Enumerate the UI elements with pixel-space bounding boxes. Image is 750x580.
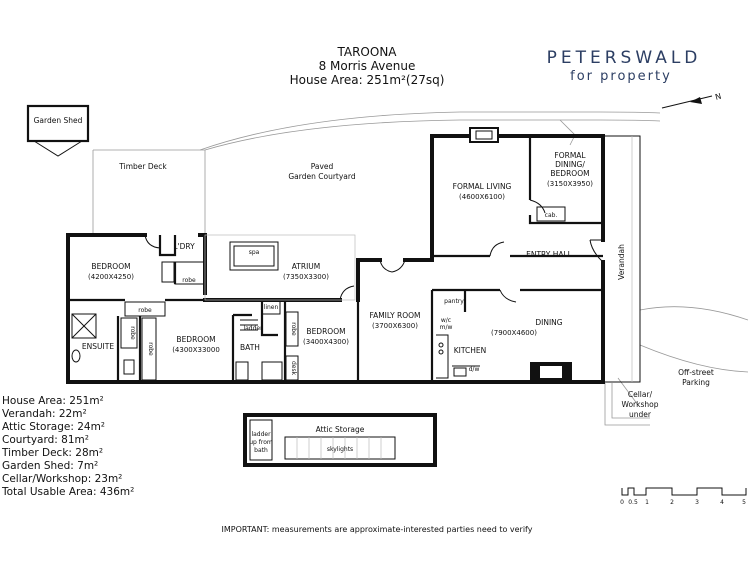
north-arrow-icon: N — [661, 92, 722, 109]
brand-logo: PETERSWALD for property — [547, 48, 702, 84]
scale-tick-label: 4 — [720, 499, 724, 506]
formal-dining-dimensions: (3150X3950) — [547, 180, 593, 188]
site-boundary-lines — [92, 111, 749, 426]
robe-label-ensuite: robe — [129, 326, 136, 340]
area-line: Garden Shed: 7m² — [2, 460, 98, 472]
brand-name: PETERSWALD — [547, 48, 702, 68]
ladder-label: ladder — [243, 325, 263, 332]
pantry-label: pantry — [444, 298, 464, 305]
cellar-label-line2: Workshop — [621, 400, 658, 409]
garden-courtyard-label: Garden Courtyard — [288, 172, 355, 181]
robe-label-bedroom: robe — [138, 307, 152, 314]
plan-header: TAROONA 8 Morris Avenue House Area: 251m… — [290, 45, 445, 87]
kitchen-label: KITCHEN — [454, 346, 487, 355]
formal-living-dimensions: (4600X6100) — [459, 193, 505, 201]
robe-label-bedroom2: robe — [147, 342, 154, 356]
bath-label: BATH — [240, 343, 260, 352]
laundry-label: L'DRY — [173, 242, 195, 251]
area-summary: House Area: 251m² Verandah: 22m² Attic S… — [1, 395, 134, 498]
door-swings — [144, 199, 604, 303]
atrium-dimensions: (7350X3300) — [283, 273, 329, 281]
attic-storage-label: Attic Storage — [316, 425, 365, 434]
scale-tick-label: 3 — [695, 499, 699, 506]
scale-tick-label: 1 — [645, 499, 649, 506]
formal-dining-label-line2: DINING/ — [555, 160, 585, 169]
cab-label: cab. — [545, 212, 558, 219]
verandah-label: Verandah — [617, 244, 626, 280]
spa-label: spa — [249, 249, 260, 256]
area-line: House Area: 251m² — [2, 395, 104, 407]
bedroom-2-label: BEDROOM — [176, 335, 215, 344]
dishwasher-label: d/w — [469, 366, 480, 373]
formal-dining-label-line3: BEDROOM — [550, 169, 589, 178]
left-wing-interior — [68, 235, 299, 382]
cellar-label-line1: Cellar/ — [628, 390, 653, 399]
bedroom-3-dimensions: (3400X4300) — [303, 338, 349, 346]
linen-label: linen — [264, 304, 279, 311]
brand-tagline: for property — [570, 69, 672, 84]
north-label: N — [714, 92, 722, 102]
bedroom-1-label: BEDROOM — [91, 262, 130, 271]
verandah: Verandah — [603, 135, 641, 383]
attic-ladder-line1: ladder — [251, 431, 271, 438]
area-line: Courtyard: 81m² — [2, 434, 89, 446]
house-area-heading: House Area: 251m²(27sq) — [290, 73, 445, 87]
attic-ladder-line2: up from — [249, 439, 273, 446]
desk-label: desk — [290, 361, 297, 376]
disclaimer: IMPORTANT: measurements are approximate-… — [222, 525, 533, 534]
skylights-label: skylights — [327, 446, 353, 453]
scale-tick-label: 5 — [742, 499, 746, 506]
area-line: Total Usable Area: 436m² — [1, 486, 134, 498]
wc-label: w/c — [441, 317, 451, 324]
family-room-label: FAMILY ROOM — [369, 311, 420, 320]
offstreet-label-line2: Parking — [682, 378, 710, 387]
garden-shed: Garden Shed — [26, 104, 90, 157]
bedroom-2-dimensions: (4300X33000 — [172, 346, 220, 354]
area-line: Attic Storage: 24m² — [2, 421, 105, 433]
property-address: 8 Morris Avenue — [319, 59, 416, 73]
area-line: Verandah: 22m² — [2, 408, 87, 420]
formal-dining-label-line1: FORMAL — [554, 151, 586, 160]
dining-label: DINING — [535, 318, 562, 327]
attic-ladder-line3: bath — [254, 447, 268, 454]
dining-dimensions: (7900X4600) — [491, 329, 537, 337]
robe-label-bedroom3: robe — [290, 322, 297, 336]
scale-tick-label: 0 — [620, 499, 624, 506]
timber-deck-label: Timber Deck — [118, 162, 167, 171]
kitchen-area — [436, 334, 480, 379]
scale-tick-label: 2 — [670, 499, 674, 506]
paved-label: Paved — [311, 162, 334, 171]
ensuite-label: ENSUITE — [82, 342, 114, 351]
family-room-dimensions: (3700X6300) — [372, 322, 418, 330]
property-title: TAROONA — [336, 45, 397, 59]
robe-label-laundry: robe — [182, 277, 196, 284]
bedroom-3-label: BEDROOM — [306, 327, 345, 336]
garden-shed-label: Garden Shed — [34, 116, 83, 125]
bedroom-1-dimensions: (4200X4250) — [88, 273, 134, 281]
attic-storage: Attic Storage ladder up from bath skylig… — [243, 413, 437, 467]
atrium-label: ATRIUM — [292, 262, 321, 271]
area-line: Timber Deck: 28m² — [1, 447, 103, 459]
entry-hall-label: ENTRY HALL — [526, 250, 573, 259]
mw-label: m/w — [440, 324, 453, 331]
formal-living-label: FORMAL LIVING — [453, 182, 512, 191]
house-walls — [66, 127, 605, 384]
area-line: Cellar/Workshop: 23m² — [2, 473, 122, 485]
scale-tick-label: 0.5 — [628, 499, 638, 506]
scale-bar: 0 0.5 1 2 3 4 5 — [620, 487, 747, 506]
atrium-area: spa — [204, 234, 356, 301]
cellar-label-line3: under — [629, 410, 652, 419]
offstreet-label-line1: Off-street — [678, 368, 714, 377]
